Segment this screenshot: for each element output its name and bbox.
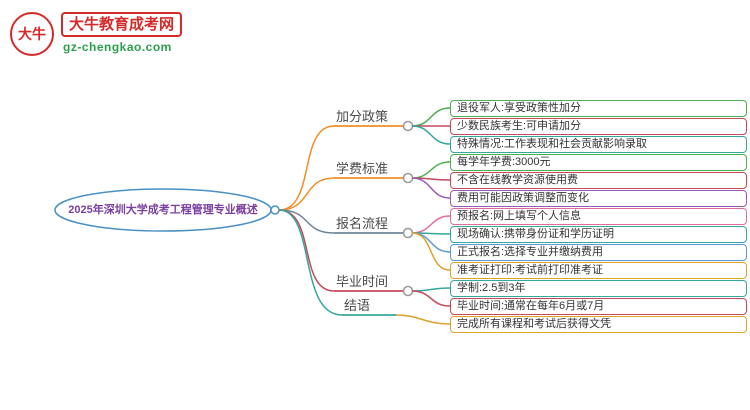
leaf-veterans-bonus: 退役军人:享受政策性加分 <box>450 100 747 117</box>
leaf-onsite-confirmation: 现场确认:携带身份证和学历证明 <box>450 226 747 243</box>
branch-bonus-policy: 加分政策 <box>336 109 389 124</box>
branch-tuition: 学费标准 <box>336 161 389 176</box>
branch-graduation: 毕业时间 <box>336 274 389 289</box>
leaf-minority-bonus: 少数民族考生:可申请加分 <box>450 118 747 135</box>
curve-root-to-registration <box>278 209 335 234</box>
logo-text-block: 大牛教育成考网 gz-chengkao.com <box>61 12 183 54</box>
site-logo: 大牛 大牛教育成考网 gz-chengkao.com <box>10 12 183 56</box>
curve-leaf-tuition-amount <box>411 161 451 179</box>
curve-leaf-diploma <box>395 314 451 325</box>
curve-leaf-formal-registration <box>411 232 451 253</box>
leaf-diploma: 完成所有课程和考试后获得文凭 <box>450 316 747 333</box>
leaf-admission-ticket: 准考证打印:考试前打印准考证 <box>450 262 747 279</box>
leaf-graduation-month: 毕业时间:通常在每年6月或7月 <box>450 298 747 315</box>
curve-leaf-veterans <box>411 107 451 127</box>
leaf-study-length: 学制:2.5到3年 <box>450 280 747 297</box>
leaf-online-fee-excluded: 不含在线教学资源使用费 <box>450 172 747 189</box>
curve-root-to-tuition <box>278 177 335 211</box>
curve-leaf-special-cases <box>411 125 451 145</box>
leaf-fee-may-change: 费用可能因政策调整而变化 <box>450 190 747 207</box>
logo-seal-icon: 大牛 <box>10 12 54 56</box>
leaf-special-cases: 特殊情况:工作表现和社会贡献影响录取 <box>450 136 747 153</box>
curve-leaf-graduation-month <box>411 290 451 307</box>
curve-leaf-study-length <box>411 287 451 292</box>
branch-registration: 报名流程 <box>336 216 389 231</box>
root-node-dot <box>270 205 280 215</box>
junction-dot-tuition <box>402 172 414 184</box>
curve-root-to-bonus-policy <box>278 125 335 211</box>
leaf-tuition-amount: 每学年学费:3000元 <box>450 154 747 171</box>
junction-dot-registration <box>402 227 414 239</box>
site-url: gz-chengkao.com <box>63 40 172 54</box>
junction-dot-bonus-policy <box>402 120 414 132</box>
curve-root-to-conclusion <box>278 209 343 316</box>
junction-dot-graduation <box>402 285 414 297</box>
leaf-preregistration: 预报名:网上填写个人信息 <box>450 208 747 225</box>
curve-leaf-admission-ticket <box>411 232 451 271</box>
leaf-formal-registration: 正式报名:选择专业并缴纳费用 <box>450 244 747 261</box>
site-name: 大牛教育成考网 <box>61 12 183 37</box>
curve-leaf-fee-change <box>411 177 451 199</box>
root-node-label: 2025年深圳大学成考工程管理专业概述 <box>68 204 258 216</box>
branch-conclusion: 结语 <box>344 298 371 313</box>
curve-leaf-preregistration <box>411 215 451 234</box>
